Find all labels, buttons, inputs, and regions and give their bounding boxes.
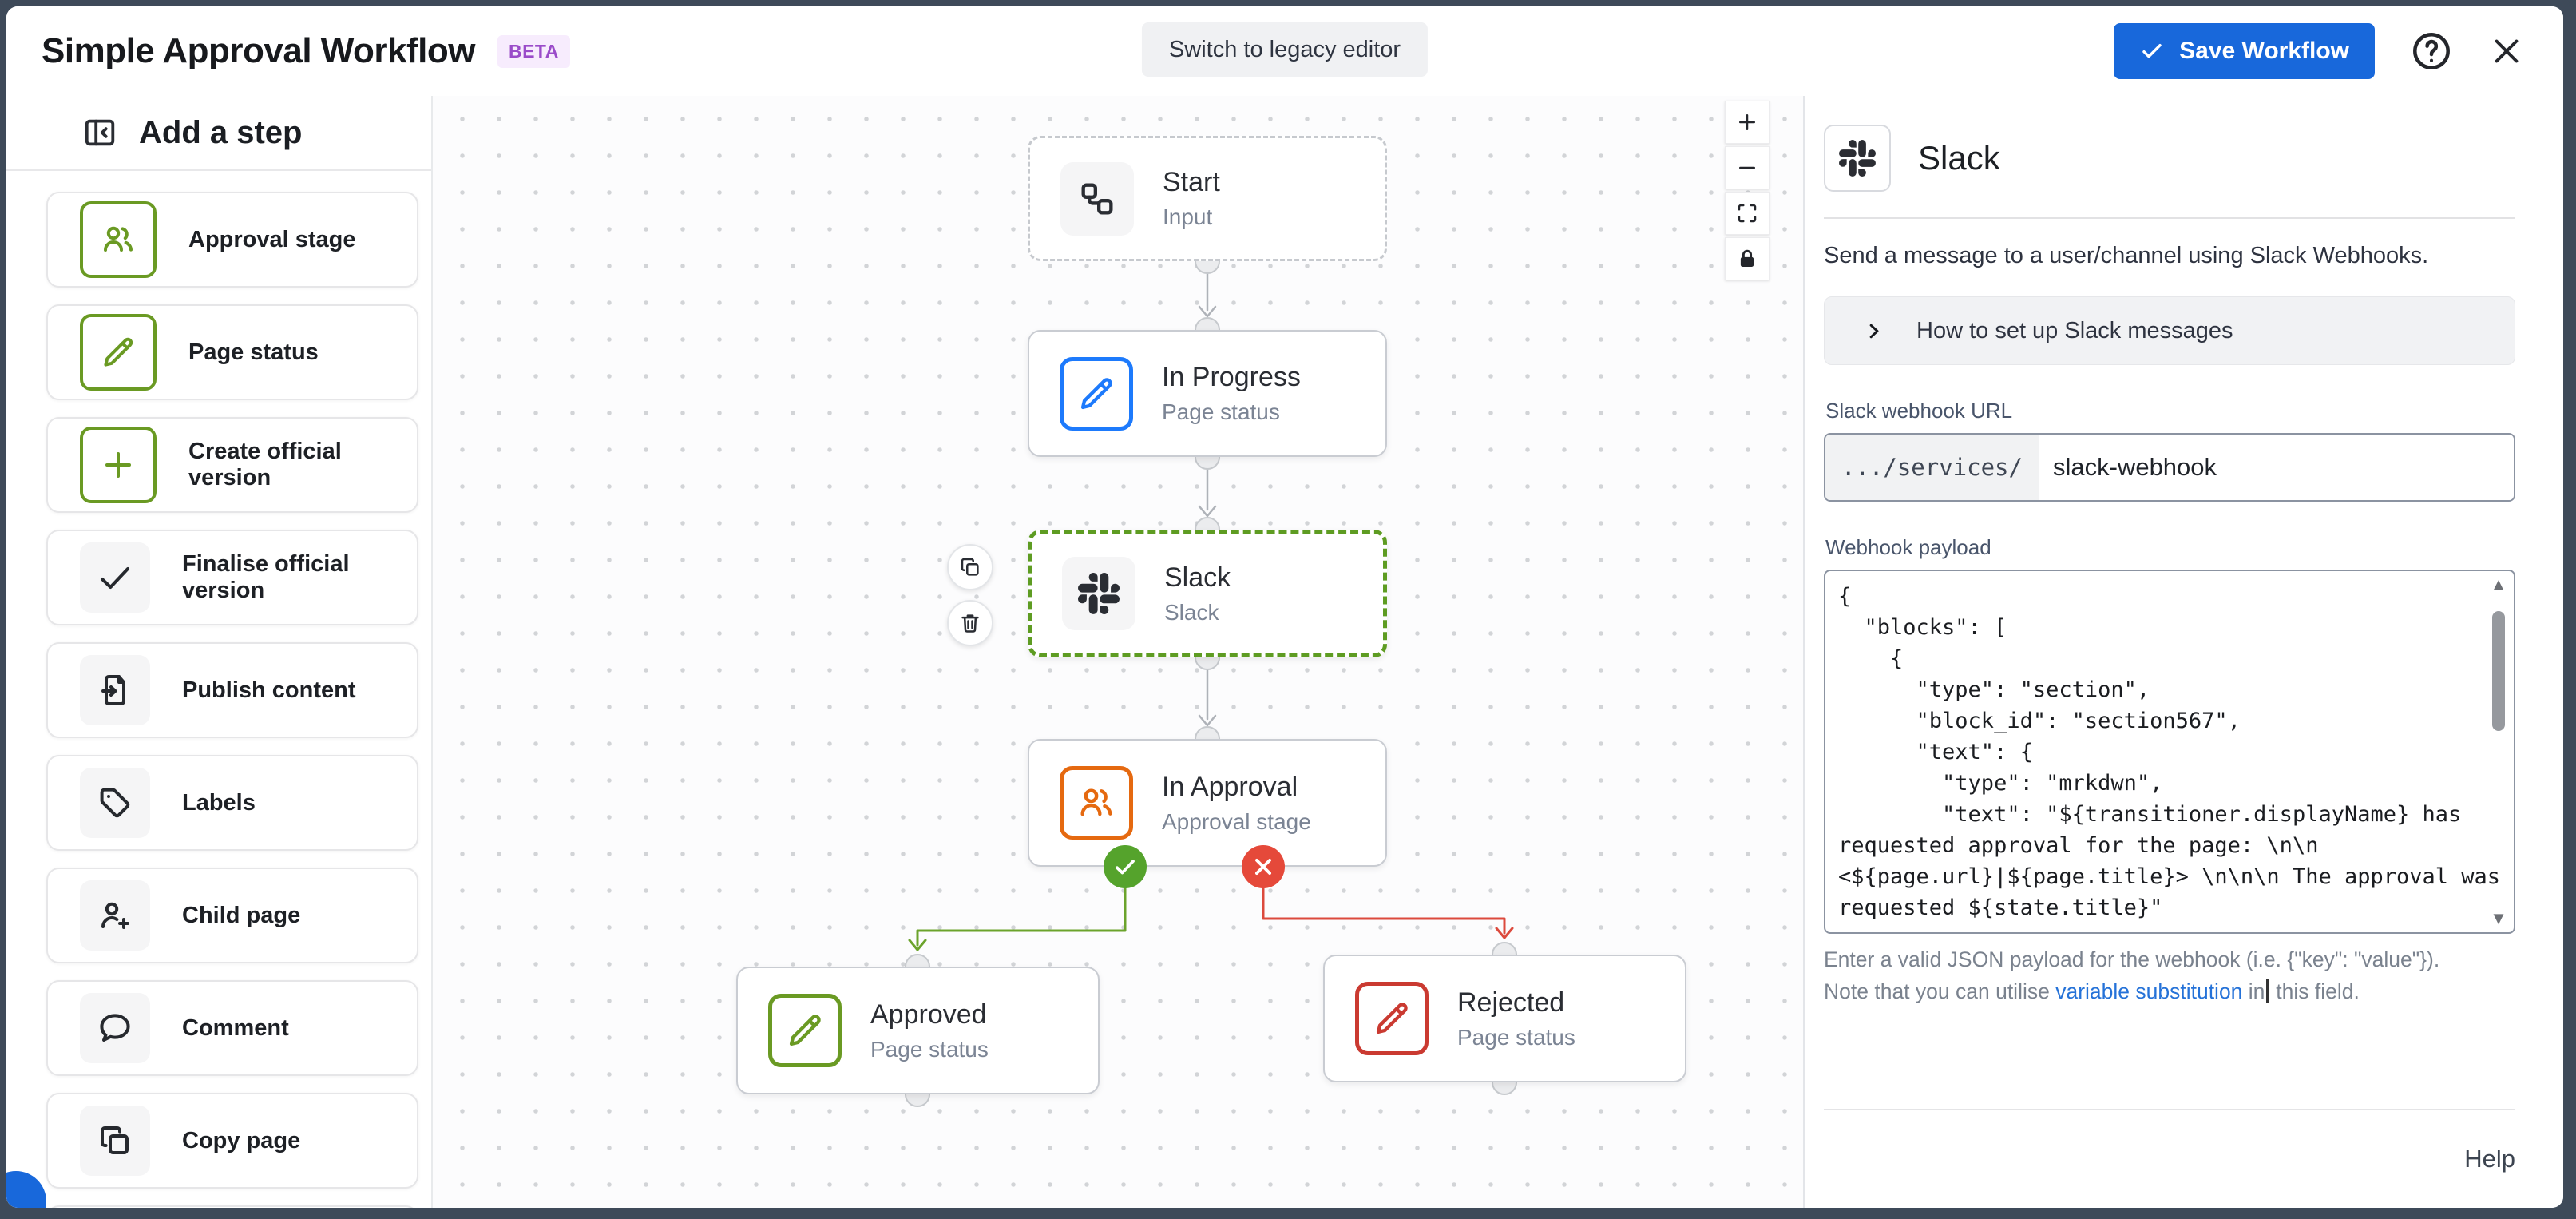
lock-icon	[1735, 247, 1759, 271]
scroll-down-icon[interactable]: ▼	[2490, 908, 2507, 928]
help-link[interactable]: Help	[2464, 1145, 2515, 1173]
payload-helper-text: Enter a valid JSON payload for the webho…	[1824, 947, 2440, 1003]
pencil-icon	[784, 1010, 826, 1051]
slack-icon	[1078, 573, 1120, 614]
people-icon	[1076, 782, 1117, 824]
step-card-child-page[interactable]: Child page	[46, 868, 418, 963]
step-card-approval-stage[interactable]: Approval stage	[46, 192, 418, 288]
node-subtitle: Page status	[1457, 1024, 1575, 1050]
workflow-editor-window: Simple Approval Workflow BETA Switch to …	[6, 6, 2563, 1208]
publish-icon	[96, 671, 134, 709]
check-icon	[96, 558, 134, 597]
workflow-icon	[1076, 178, 1118, 220]
reject-branch-badge[interactable]	[1242, 845, 1285, 888]
workflow-canvas[interactable]: Start Input In Progress Page status Slac…	[433, 96, 1803, 1208]
scroll-up-icon[interactable]: ▲	[2490, 574, 2507, 594]
step-card-copy-page[interactable]: Copy page	[46, 1093, 418, 1189]
workflow-node-in-approval[interactable]: In Approval Approval stage	[1028, 739, 1387, 867]
delete-node-button[interactable]	[947, 600, 993, 646]
node-subtitle: Input	[1163, 204, 1213, 229]
person-add-icon	[96, 896, 134, 935]
node-subtitle: Page status	[870, 1036, 989, 1062]
copy-icon	[96, 1122, 134, 1160]
workflow-node-approved[interactable]: Approved Page status	[736, 967, 1100, 1094]
duplicate-node-button[interactable]	[947, 544, 993, 590]
beta-badge: BETA	[497, 34, 570, 68]
payload-scrollbar[interactable]: ▲ ▼	[2487, 576, 2511, 927]
how-to-setup-expander[interactable]: How to set up Slack messages	[1824, 296, 2515, 365]
step-card-page-status[interactable]: Page status	[46, 304, 418, 400]
webhook-payload-textarea[interactable]: { "blocks": [ { "type": "section", "bloc…	[1824, 570, 2515, 934]
fit-view-icon	[1735, 201, 1759, 225]
node-title: Slack	[1164, 562, 1231, 593]
node-title: Approved	[870, 999, 987, 1030]
workflow-node-rejected[interactable]: Rejected Page status	[1323, 955, 1686, 1082]
x-icon	[1251, 855, 1275, 879]
pencil-icon	[1076, 373, 1117, 415]
switch-to-legacy-editor-button[interactable]: Switch to legacy editor	[1141, 22, 1429, 77]
zoom-in-button[interactable]	[1725, 101, 1770, 144]
workflow-node-start[interactable]: Start Input	[1028, 136, 1387, 261]
slack-app-icon-box	[1824, 125, 1891, 192]
page-title: Simple Approval Workflow	[42, 31, 475, 70]
variable-substitution-link[interactable]: variable substitution	[2055, 979, 2243, 1003]
fit-view-button[interactable]	[1725, 192, 1770, 235]
pencil-icon	[99, 333, 137, 371]
webhook-url-field: .../services/	[1824, 433, 2515, 502]
step-card-comment[interactable]: Comment	[46, 980, 418, 1076]
panel-title: Slack	[1918, 139, 2000, 177]
node-subtitle: Slack	[1164, 599, 1219, 625]
zoom-out-button[interactable]	[1725, 146, 1770, 189]
help-icon[interactable]	[2410, 30, 2453, 73]
step-card-labels[interactable]: Labels	[46, 755, 418, 851]
slack-icon	[1839, 140, 1876, 177]
webhook-url-prefix: .../services/	[1825, 435, 2039, 500]
webhook-payload-label: Webhook payload	[1825, 535, 1991, 559]
plus-icon	[99, 446, 137, 484]
add-step-sidebar: Add a step Approval stage Page status Cr…	[6, 96, 433, 1208]
text-caret	[2266, 979, 2269, 1003]
people-icon	[99, 220, 137, 259]
node-title: In Progress	[1162, 362, 1301, 392]
slack-step-config-panel: Slack Send a message to a user/channel u…	[1803, 96, 2563, 1208]
chevron-right-icon	[1863, 320, 1884, 342]
minus-icon	[1735, 156, 1759, 180]
approve-branch-badge[interactable]	[1104, 845, 1147, 888]
step-card-email[interactable]: Email	[46, 1205, 418, 1208]
top-bar: Simple Approval Workflow BETA Switch to …	[6, 6, 2563, 96]
node-title: Start	[1163, 167, 1220, 197]
check-icon	[1113, 855, 1137, 879]
comment-icon	[96, 1009, 134, 1047]
node-subtitle: Approval stage	[1162, 808, 1311, 834]
step-card-publish-content[interactable]: Publish content	[46, 642, 418, 738]
step-card-finalise-official-version[interactable]: Finalise official version	[46, 530, 418, 625]
step-list: Approval stage Page status Create offici…	[6, 171, 431, 1208]
check-icon	[2139, 38, 2165, 64]
workflow-node-slack-selected[interactable]: Slack Slack	[1028, 530, 1387, 657]
panel-description: Send a message to a user/channel using S…	[1824, 243, 2429, 268]
trash-icon	[958, 611, 982, 635]
panel-footer: Help	[1824, 1109, 2515, 1208]
duplicate-icon	[958, 555, 982, 579]
save-workflow-button[interactable]: Save Workflow	[2114, 23, 2375, 79]
node-title: Rejected	[1457, 987, 1565, 1018]
plus-icon	[1735, 110, 1759, 134]
tag-icon	[96, 784, 134, 822]
canvas-zoom-controls	[1725, 101, 1770, 280]
webhook-url-input[interactable]	[2038, 435, 2514, 500]
pencil-icon	[1371, 998, 1413, 1039]
step-card-create-official-version[interactable]: Create official version	[46, 417, 418, 513]
scrollbar-thumb[interactable]	[2492, 611, 2505, 731]
node-title: In Approval	[1162, 771, 1298, 802]
sidebar-title: Add a step	[139, 114, 303, 150]
workflow-node-in-progress[interactable]: In Progress Page status	[1028, 330, 1387, 457]
close-icon[interactable]	[2488, 33, 2525, 69]
lock-button[interactable]	[1725, 237, 1770, 280]
collapse-panel-icon[interactable]	[81, 114, 118, 151]
webhook-url-label: Slack webhook URL	[1825, 399, 2013, 423]
node-subtitle: Page status	[1162, 399, 1280, 424]
webhook-payload-text: { "blocks": [ { "type": "section", "bloc…	[1838, 584, 2501, 920]
